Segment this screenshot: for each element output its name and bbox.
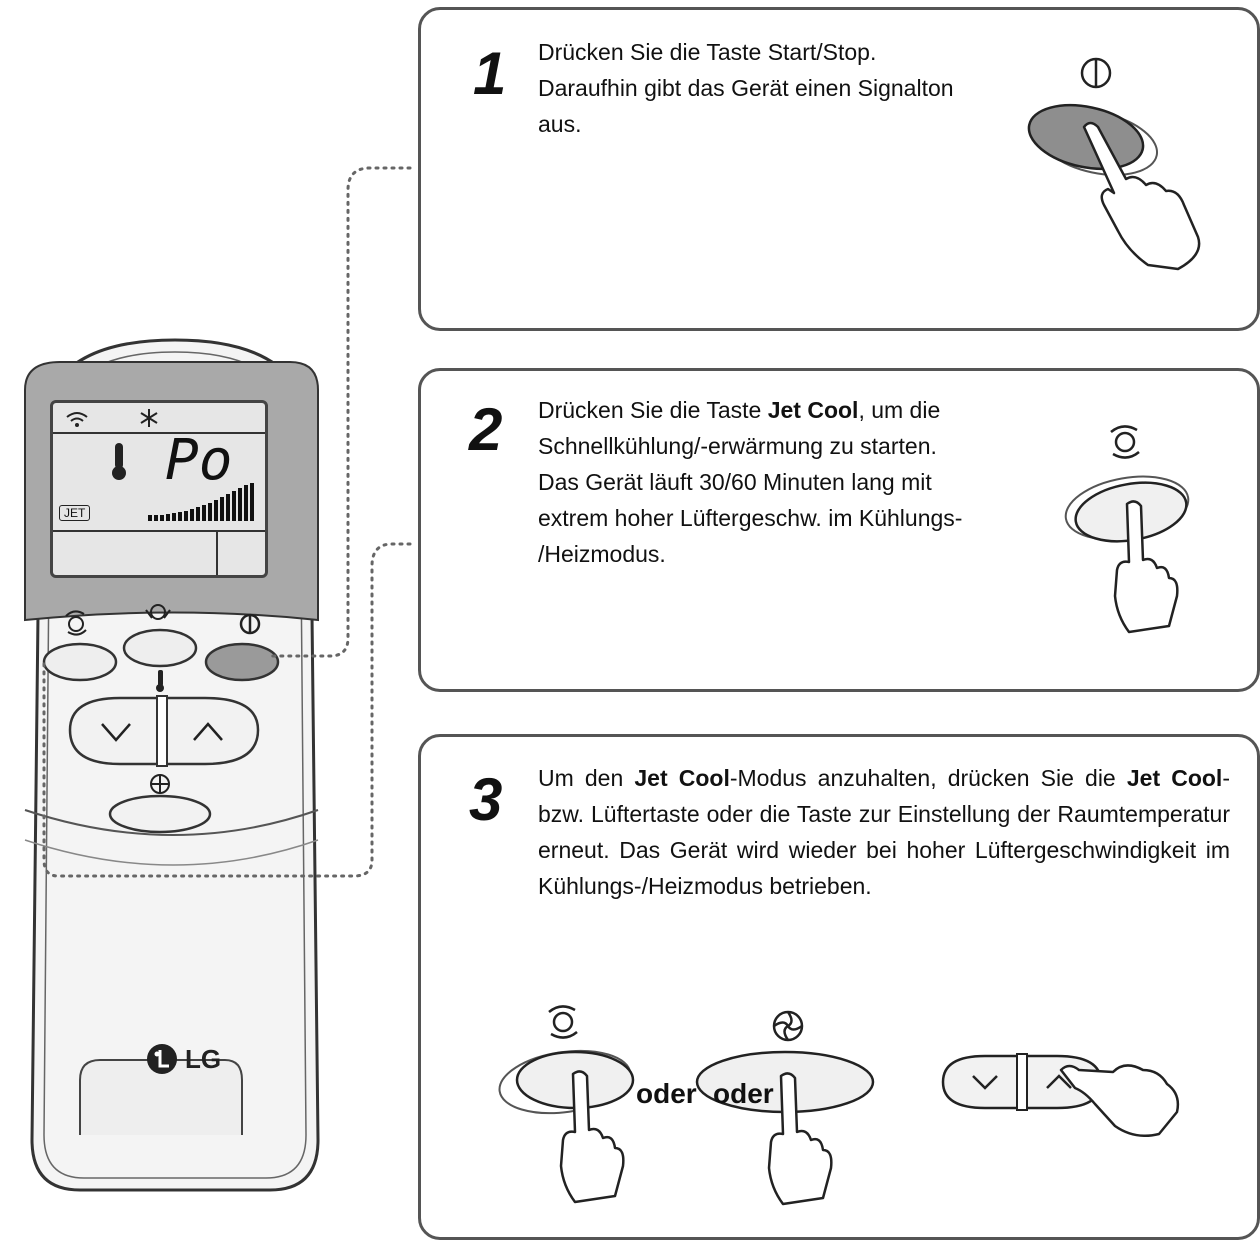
hand-icon — [1082, 121, 1201, 271]
swing-icon — [145, 604, 171, 620]
step-1-text: Drücken Sie die Taste Start/Stop. Darauf… — [538, 39, 954, 137]
press-power-illustration — [1027, 57, 1201, 271]
temperature-icon — [156, 670, 164, 692]
temp-up-button[interactable] — [164, 696, 260, 766]
power-button[interactable] — [204, 642, 280, 682]
fan-icon — [772, 1010, 804, 1042]
hand-icon — [1059, 1064, 1180, 1137]
jet-cool-icon — [1110, 425, 1140, 459]
jet-cool-icon — [548, 1005, 578, 1039]
lcd-jet-indicator: JET — [59, 505, 91, 521]
step-2-text: Drücken Sie die Taste Jet Cool, um die S… — [538, 397, 963, 567]
chevron-up-icon — [1046, 1074, 1072, 1089]
swing-button[interactable] — [122, 628, 198, 668]
chevron-down-icon — [972, 1075, 998, 1090]
lcd-display: Po JET — [50, 400, 268, 578]
remote-buttons — [42, 604, 280, 834]
fan-speed-button[interactable] — [108, 794, 212, 834]
jet-cool-icon — [65, 610, 87, 636]
hand-icon — [559, 1070, 625, 1204]
press-jet-cool-illustration — [1064, 425, 1190, 634]
power-icon — [1080, 57, 1112, 89]
jet-cool-button[interactable] — [42, 642, 118, 682]
connector-lines — [42, 166, 412, 878]
thermometer-icon — [112, 443, 126, 480]
power-icon — [239, 613, 261, 635]
snowflake-icon — [140, 409, 158, 427]
wireless-icon — [66, 412, 88, 427]
chevron-up-icon — [193, 722, 223, 741]
step-3-text: Um den Jet Cool-Modus anzuhalten, drücke… — [538, 765, 1230, 899]
step-3-panel — [418, 734, 1260, 1240]
step-3-number: 3 — [469, 766, 503, 833]
fan-icon — [150, 774, 170, 794]
hand-icon — [767, 1072, 833, 1206]
brand-name: LG — [185, 1044, 222, 1074]
or-label-1: oder — [636, 1078, 697, 1109]
brand-logo: LG — [145, 1040, 235, 1076]
or-label-2: oder — [713, 1078, 774, 1109]
hand-icon — [1113, 500, 1179, 634]
lcd-mode-code: Po — [165, 428, 233, 493]
chevron-down-icon — [101, 723, 131, 742]
fan-speed-bars — [148, 483, 254, 521]
step-1-number: 1 — [473, 40, 507, 107]
step-3-illustrations — [498, 1005, 1180, 1206]
step-2-number: 2 — [469, 396, 503, 463]
